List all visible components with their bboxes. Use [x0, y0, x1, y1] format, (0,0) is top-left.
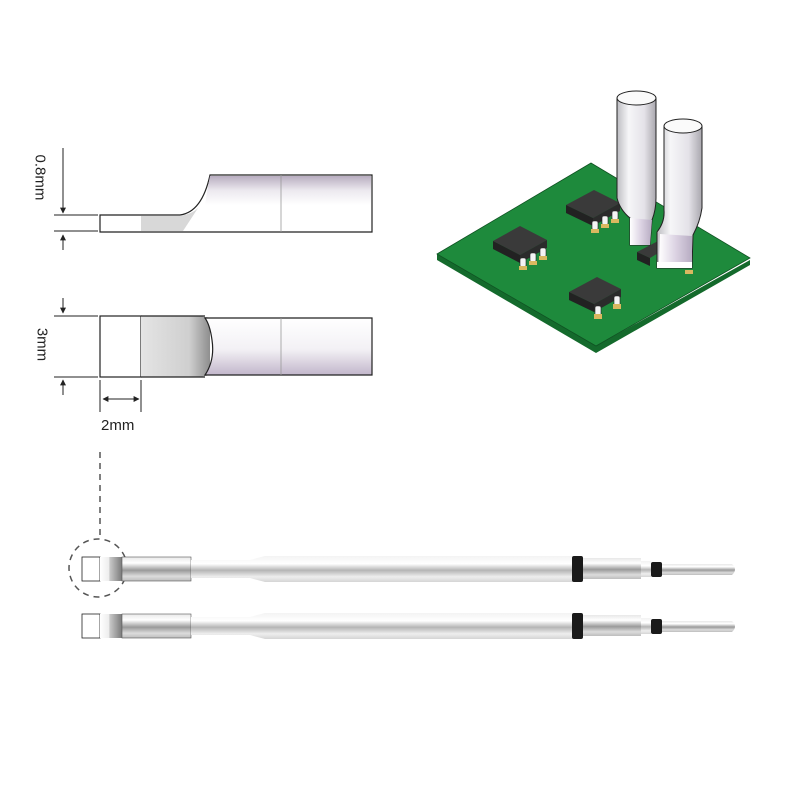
sot-chip-top — [566, 190, 620, 233]
full-tip-2 — [81, 613, 735, 639]
soldering-tip-back — [616, 90, 657, 246]
top-view-drawing — [54, 298, 373, 412]
thickness-dimension-label: 0.8mm — [31, 154, 49, 201]
soldering-tip-front — [656, 118, 703, 269]
sot-chip-left — [493, 226, 547, 270]
side-view-drawing — [54, 148, 373, 250]
full-tip-1 — [81, 556, 735, 582]
tip-length-dimension-label: 2mm — [101, 417, 135, 434]
width-dimension-label: 3mm — [33, 327, 51, 362]
pcb-illustration — [436, 90, 751, 353]
sot-chip-bottom — [569, 277, 621, 319]
